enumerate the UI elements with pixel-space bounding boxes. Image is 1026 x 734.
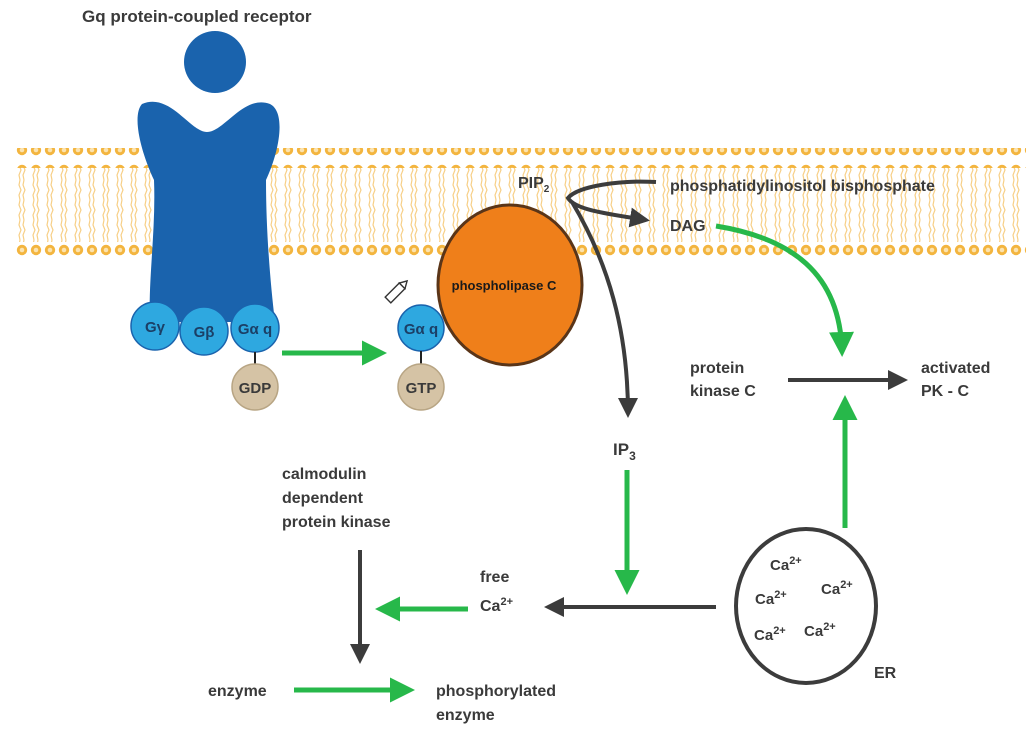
calmodulin-line2: dependent	[282, 490, 364, 507]
activated-pkc-line1: activated	[921, 360, 990, 377]
free-calcium-line1: free	[480, 569, 509, 586]
gdp-nucleotide: GDP	[231, 363, 279, 411]
phosphorylated-enzyme-line2: enzyme	[436, 707, 495, 724]
activated-pkc-line2: PK - C	[921, 383, 969, 400]
pkc-label-line1: protein	[690, 360, 744, 377]
phospholipase-c: phospholipase C	[436, 203, 584, 367]
pencil-icon	[384, 279, 409, 304]
er-calcium-3: Ca2+	[755, 589, 787, 608]
calmodulin-line3: protein kinase	[282, 514, 391, 531]
ip3-label: IP3	[613, 440, 636, 463]
gtp-nucleotide: GTP	[397, 363, 445, 411]
gtp-label: GTP	[406, 380, 437, 397]
er-calcium-5: Ca2+	[804, 621, 836, 640]
pkc-label-line2: kinase C	[690, 383, 756, 400]
ip3-release-arrow	[570, 200, 638, 418]
g-gamma-label: Gγ	[145, 319, 166, 336]
g-alpha-q-active-label: Gα q	[404, 321, 438, 338]
diagram-title: Gq protein-coupled receptor	[82, 7, 312, 26]
g-alpha-q-active: Gα q	[397, 304, 445, 352]
phosphorylated-enzyme-line1: phosphorylated	[436, 683, 556, 700]
free-calcium-line2: Ca2+	[480, 596, 513, 615]
g-beta-subunit: Gβ	[179, 306, 229, 356]
enzyme-label: enzyme	[208, 683, 267, 700]
g-gamma-subunit: Gγ	[130, 301, 180, 351]
endoplasmic-reticulum	[734, 527, 878, 685]
er-calcium-1: Ca2+	[770, 555, 802, 574]
g-beta-label: Gβ	[194, 324, 215, 341]
er-calcium-4: Ca2+	[754, 625, 786, 644]
pip2-label: PIP2	[518, 175, 550, 195]
dag-to-pkc-arrow	[715, 223, 854, 357]
dag-label: DAG	[670, 218, 706, 235]
pip2-bracket-arrow	[565, 179, 657, 228]
calmodulin-line1: calmodulin	[282, 466, 366, 483]
g-alpha-q-subunit: Gα q	[230, 303, 280, 353]
g-alpha-q-label: Gα q	[238, 321, 272, 338]
er-calcium-2: Ca2+	[821, 579, 853, 598]
phospholipase-c-label: phospholipase C	[452, 278, 557, 293]
pip2-full-label: phosphatidylinositol bisphosphate	[670, 178, 935, 195]
gq-receptor	[137, 31, 280, 323]
gdp-label: GDP	[239, 380, 272, 397]
er-label: ER	[874, 665, 897, 682]
